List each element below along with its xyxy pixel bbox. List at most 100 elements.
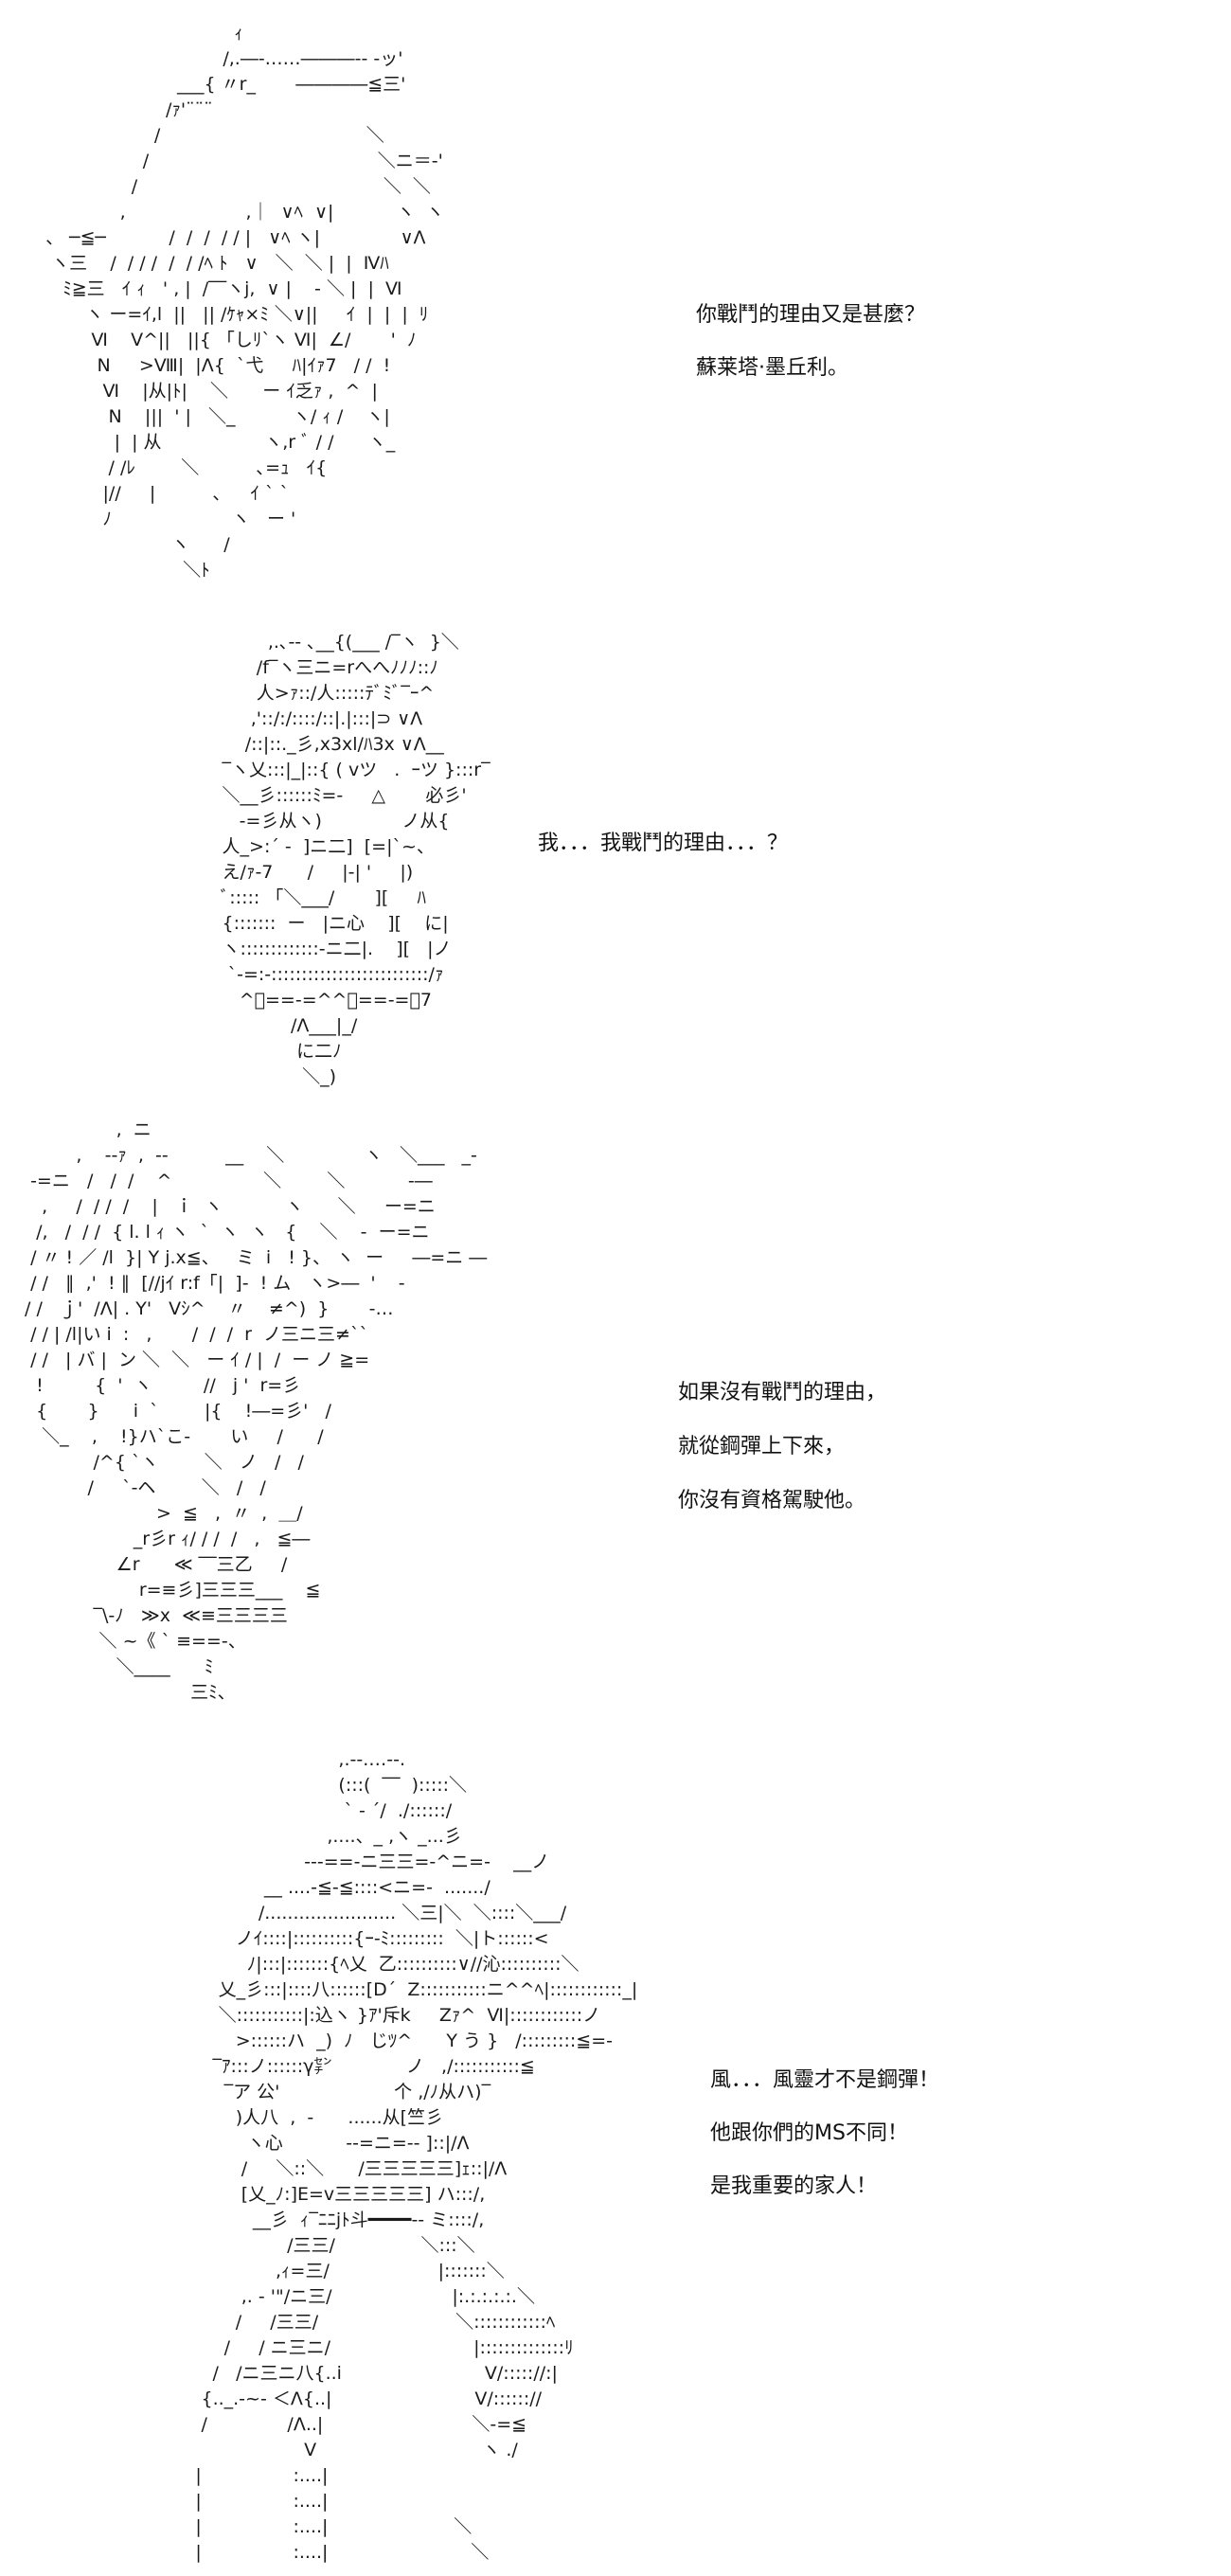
ascii-art-line: / / ニ三ニ/ |::::::::::::::ﾘ: [133, 2337, 574, 2358]
dialog-line: 蘇莱塔·墨丘利。: [696, 356, 848, 380]
dialog-line: 你沒有資格駕駛他。: [678, 1489, 866, 1512]
ascii-art-line: ヽ ー=ｲ,l || || /ｹｬ×ﾐ ＼∨|| ｲ | | | ﾘ: [28, 304, 429, 325]
dialog-line: 他跟你們的MS不同！: [710, 2121, 908, 2145]
ascii-art-line: ＼_ , !}ハ`こ‐ い / /: [19, 1426, 324, 1447]
ascii-art-line: ‾\-ﾉ ≫x ≪≡三三三三: [19, 1605, 288, 1626]
ascii-art-line: , ,｜ ∨ﾍ ∨| ヽ ヽ: [28, 202, 444, 223]
ascii-art-line: ﾞ::::: 「＼___/ ][ ﾊ: [142, 887, 427, 908]
ascii-art-line: / /Λ..| ＼-=≦: [133, 2414, 527, 2435]
ascii-art-line: r=≡彡]三三三___ ≦: [19, 1580, 321, 1601]
ascii-art-line: / /ﾚ ＼ ､=ｭ ｲ{: [28, 457, 328, 478]
ascii-art-line: 乂_彡:::|::::八::::::[D´ Z:::::::::::ニ^^ﾍ|:…: [133, 1979, 638, 2000]
ascii-art-line: /ｧ'¨¨¨: [28, 99, 213, 120]
ascii-art-line: | :....|: [133, 2465, 329, 2486]
dialog-line: 如果沒有戰鬥的理由，: [678, 1381, 887, 1404]
ascii-art-line: 人>ｧ::/人:::::ﾃﾞﾐﾞ‾ｰ^: [142, 683, 435, 704]
ascii-art-line: 人_>:´ ‐ ]ニ二] [=|`~、: [142, 836, 435, 857]
ascii-art-line: ＼____ ﾐ: [19, 1656, 214, 1677]
ascii-art-line: / / | バ | ン ＼ ＼ ー ｲ / | / ー ノ ≧=: [19, 1350, 370, 1370]
ascii-art-line: ‾ア 公' 个 ,/ﾉ从ハ)‾: [133, 2082, 491, 2102]
dialog-panel-2: 我．．．我戰鬥的理由．．．？: [538, 826, 788, 856]
ascii-art-line: / /三三/ ＼::::::::::::ﾍ: [133, 2312, 556, 2333]
ascii-art-line: >::::::ハ _) ﾉ じﾂ^ Y う } /:::::::::≦=-: [133, 2030, 613, 2051]
ascii-art-line: | :....|: [133, 2491, 329, 2512]
ascii-art-line: / 〃 ! ／ /l }| Y j.x≦、 ミ i ! }、 ヽ ー ―=ニ ―: [19, 1247, 488, 1268]
ascii-art-line: ,....、_ ,ヽ _...彡: [133, 1826, 462, 1847]
ascii-art-line: ＼ﾄ: [28, 560, 210, 581]
ascii-art-line: [乂_ﾉ:]E=v三三三三三] ハ:::/,: [133, 2184, 486, 2205]
ascii-art-line: ! { ' ヽ // j ' r=彡: [19, 1375, 301, 1396]
ascii-art-line: / ＼ ＼: [28, 176, 431, 197]
dialog-line: 你戰鬥的理由又是甚麼？: [696, 303, 926, 327]
ascii-art-line: ___{ 〃r_ ――――≦三': [28, 74, 406, 95]
ascii-art-line: > ≦ , 〃 , ＿/: [19, 1503, 303, 1524]
dialog-panel-3: 如果沒有戰鬥的理由， 就從鋼彈上下來， 你沒有資格駕駛他。: [678, 1375, 886, 1537]
ascii-art-line: )人八 , - ......从[竺彡: [133, 2107, 444, 2128]
ascii-art-line: ` ‐ ´/ ./::::::/: [133, 1800, 453, 1821]
ascii-art-line: {::::::: ー |ニ心 ][ に|: [142, 913, 449, 934]
ascii-art-panel-1: ｨ /,.―‐……―――-- ‐ッ' ___{ 〃r_ ――――≦三' /ｧ'¨…: [28, 21, 444, 583]
ascii-art-line: / / | /l|い i : , / / / r ノ三ニ三≠``: [19, 1324, 368, 1345]
ascii-art-line: / ＼::＼ /三三三三三]ｪ::|/Λ: [133, 2158, 508, 2179]
ascii-art-line: 、 ─≦─ / / / / / | ∨ﾍ ヽ| ∨Λ: [28, 227, 426, 248]
ascii-art-line: -=ニ / / / ^ ＼ ＼ ‐―: [19, 1171, 433, 1191]
ascii-art-line: ^ﾞ==-=^^ﾞ==-=ﾞ7: [142, 990, 432, 1011]
ascii-art-line: Ⅵ |从|ﾄ| ＼ ー ｲ乏ｧ , ^ |: [28, 381, 378, 402]
ascii-art-line: / / ｊ' /Λ| . Y' Vｼ^ 〃 ≠^) } ‐…: [19, 1298, 394, 1319]
ascii-art-line: /Λ___|_/: [142, 1015, 358, 1036]
ascii-art-line: (:::( ‾‾ ):::::＼: [133, 1775, 468, 1796]
ascii-art-line: , / / / / | ｉ ヽ ヽ ＼ ー=ニ: [19, 1196, 436, 1217]
ascii-art-line: ﾉ ヽ ー ': [28, 509, 296, 529]
ascii-art-line: ＼:::::::::::|:込ヽ }ｱ'斥k Zｧ^ Ⅵ|:::::::::::…: [133, 2005, 601, 2026]
ascii-art-line: に二ﾉ: [142, 1041, 342, 1062]
ascii-art-line: /,.―‐……―――-- ‐ッ': [28, 48, 403, 69]
ascii-art-line: __彡 ｨ‾ﾆﾆjﾄ斗━━━━-‐ ミ::::/,: [133, 2209, 485, 2230]
ascii-art-line: ＼_): [142, 1066, 337, 1087]
ascii-art-line: /....................... ＼三|＼ ＼::::＼___/: [133, 1903, 567, 1923]
ascii-art-line: ,. ‐ '"/ニ三/ |:.:.:.:.:.＼: [133, 2286, 535, 2307]
ascii-art-line: ,'::/:/::::/::|.|:::|⊃ ∨Λ: [142, 708, 423, 729]
ascii-art-line: / /ニ三ニ八{..i V/::::://:|: [133, 2363, 558, 2384]
dialog-panel-4: 風．．．風靈才不是鋼彈！ 他跟你們的MS不同！ 是我重要的家人！: [710, 2063, 939, 2222]
ascii-art-line: /f‾ヽ三ニ=rへへﾉﾉﾉ::ﾉ: [142, 657, 438, 678]
ascii-art-line: N >Ⅷ| |Λ{ `弋 ﾊ|ｲｧ7 / / !: [28, 355, 391, 376]
dialog-line: 是我重要的家人！: [710, 2174, 878, 2198]
ascii-art-line: / ＼: [28, 125, 384, 146]
ascii-art-line: , --ｧ , -- __ ＼ ヽ ＼___ _-: [19, 1145, 477, 1166]
ascii-art-line: ヽ三 / / / / / / /ﾍ ﾄ ∨ ＼ ＼ | | Ⅳﾊ: [28, 253, 389, 274]
ascii-art-line: /三三/ ＼:::＼: [133, 2235, 475, 2256]
ascii-art-line: ﾐ≧三 ｲ ｨ ' , | /‾‾ヽj, ∨ | - ＼ | | Ⅵ: [28, 278, 402, 299]
ascii-art-line: ∠r ≪ ‾‾三乙 /: [19, 1554, 288, 1575]
ascii-art-line: ヽ:::::::::::::-ニ二|. ][ |ノ: [142, 939, 452, 959]
ascii-art-line: , ニ: [19, 1119, 152, 1140]
ascii-art-line: /^{ `ヽ ＼ ノ / /: [19, 1452, 304, 1473]
ascii-art-line: __ ....‐≦‐≦::::<ニ=- ......./: [133, 1877, 491, 1898]
ascii-art-line: | :....| ＼: [133, 2542, 490, 2563]
ascii-art-line: { } i ` |{ !―=彡' /: [19, 1401, 331, 1422]
ascii-art-line: / / ∥ ,' ! ∥ [//jｲ r:f「| ]‐ ! ム ヽ>― ' -: [19, 1273, 405, 1294]
ascii-art-line: ‐=彡从ヽ) ノ从{: [142, 811, 450, 832]
ascii-art-line: ノｲ::::|::::::::::{ｰ-ﾐ::::::::: ＼|ト::::::…: [133, 1928, 549, 1949]
ascii-art-line: ﾉ|:::|:::::::{ﾍ乂 乙::::::::::∨//沁::::::::…: [133, 1954, 580, 1975]
ascii-art-line: ヽ心 ‐-=ニ=-‐ ]::|/Λ: [133, 2133, 470, 2154]
ascii-art-line: Ⅵ V^|| ||{ 「しﾘ`ヽ Ⅵ| ∠/ ' ﾉ: [28, 330, 417, 350]
ascii-art-line: `‐=:‐::::::::::::::::::::::::::/ｧ: [142, 964, 444, 985]
ascii-art-line: --‐==-ニ三三=‐^ニ=- __ノ: [133, 1852, 550, 1872]
ascii-art-line: |// | ､ ｲ ` `: [28, 483, 290, 504]
ascii-art-line: ヽ /: [28, 534, 230, 555]
ascii-art-panel-4: ,.-‐.…‐-. (:::( ‾‾ ):::::＼ ` ‐ ´/ ./::::…: [133, 1747, 637, 2566]
ascii-art-line: | :....| ＼: [133, 2516, 473, 2537]
ascii-art-line: ,.､-‐ ､__{(___ /‾ヽ }＼: [142, 632, 459, 653]
ascii-art-line: /::|::._彡,x3xl/ﾊ3x ∨Λ__: [142, 734, 444, 755]
dialog-line: 風．．．風靈才不是鋼彈！: [710, 2068, 940, 2092]
ascii-art-line: ＼ ~《 ` ≡==-、: [19, 1631, 246, 1652]
dialog-line: 我．．．我戰鬥的理由．．．？: [538, 832, 789, 855]
ascii-art-line: V ヽ ./: [133, 2440, 518, 2460]
ascii-art-line: ｨ: [28, 23, 243, 44]
dialog-panel-1: 你戰鬥的理由又是甚麼？ 蘇莱塔·墨丘利。: [696, 297, 925, 403]
ascii-art-line: ,.-‐.…‐-.: [133, 1749, 406, 1770]
ascii-art-line: N ||| ' | ＼_ ヽ/ ｨ / ヽ|: [28, 406, 390, 427]
dialog-line: 就從鋼彈上下來，: [678, 1435, 846, 1458]
ascii-art-line: 三ﾐ、: [19, 1682, 236, 1703]
ascii-art-line: ＼__彡::::::ﾐ=- △ 必彡': [142, 785, 467, 806]
